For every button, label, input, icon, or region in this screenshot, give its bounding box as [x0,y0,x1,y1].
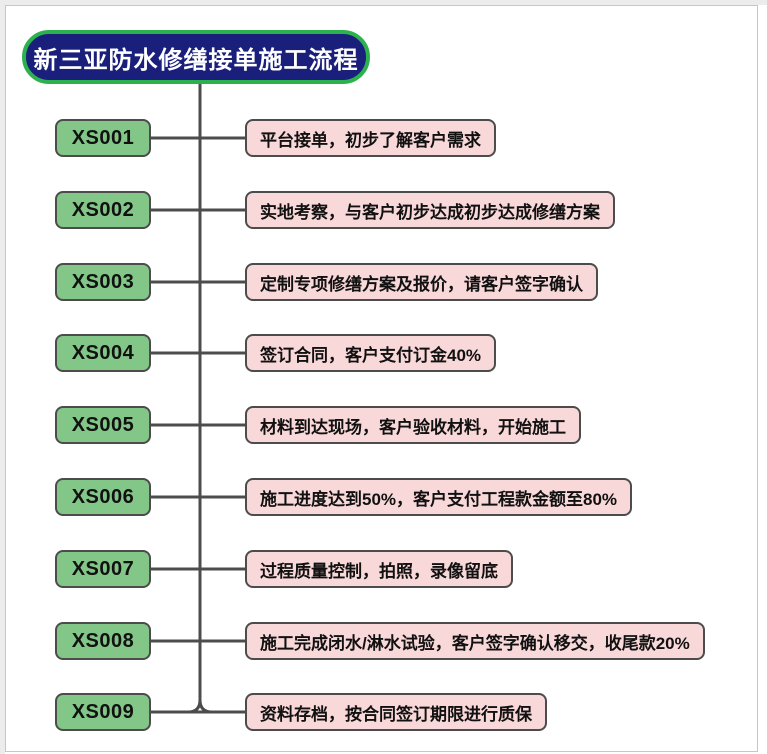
step-description-box: 过程质量控制，拍照，录像留底 [245,550,513,588]
step-description-box: 定制专项修缮方案及报价，请客户签字确认 [245,263,598,301]
flow-step-row: XS002 实地考察，与客户初步达成初步达成修缮方案 [0,191,767,229]
canvas-edge-top [0,0,767,5]
step-description-box: 签订合同，客户支付订金40% [245,334,497,372]
flow-step-row: XS007 过程质量控制，拍照，录像留底 [0,550,767,588]
step-description-box: 平台接单，初步了解客户需求 [245,119,496,157]
flow-step-row: XS004 签订合同，客户支付订金40% [0,334,767,372]
step-code-box: XS005 [55,406,151,444]
flow-step-row: XS006 施工进度达到50%，客户支付工程款金额至80% [0,478,767,516]
step-code-box: XS009 [55,693,151,731]
step-description-box: 实地考察，与客户初步达成初步达成修缮方案 [245,191,615,229]
canvas-edge-left [0,0,5,754]
flow-step-row: XS005 材料到达现场，客户验收材料，开始施工 [0,406,767,444]
step-code-box: XS007 [55,550,151,588]
flow-step-row: XS001 平台接单，初步了解客户需求 [0,119,767,157]
flow-step-row: XS003 定制专项修缮方案及报价，请客户签字确认 [0,263,767,301]
step-code-box: XS001 [55,119,151,157]
step-description-box: 施工进度达到50%，客户支付工程款金额至80% [245,478,633,516]
step-code-box: XS008 [55,622,151,660]
step-description-box: 施工完成闭水/淋水试验，客户签字确认移交，收尾款20% [245,622,705,660]
flowchart-title-text: 新三亚防水修缮接单施工流程 [33,46,359,74]
step-code-box: XS002 [55,191,151,229]
flow-step-row: XS008 施工完成闭水/淋水试验，客户签字确认移交，收尾款20% [0,622,767,660]
step-description-box: 资料存档，按合同签订期限进行质保 [245,693,547,731]
step-code-box: XS003 [55,263,151,301]
step-code-box: XS004 [55,334,151,372]
flowchart-title: 新三亚防水修缮接单施工流程 [22,30,370,84]
step-code-box: XS006 [55,478,151,516]
step-description-box: 材料到达现场，客户验收材料，开始施工 [245,406,581,444]
flow-step-row: XS009 资料存档，按合同签订期限进行质保 [0,693,767,731]
